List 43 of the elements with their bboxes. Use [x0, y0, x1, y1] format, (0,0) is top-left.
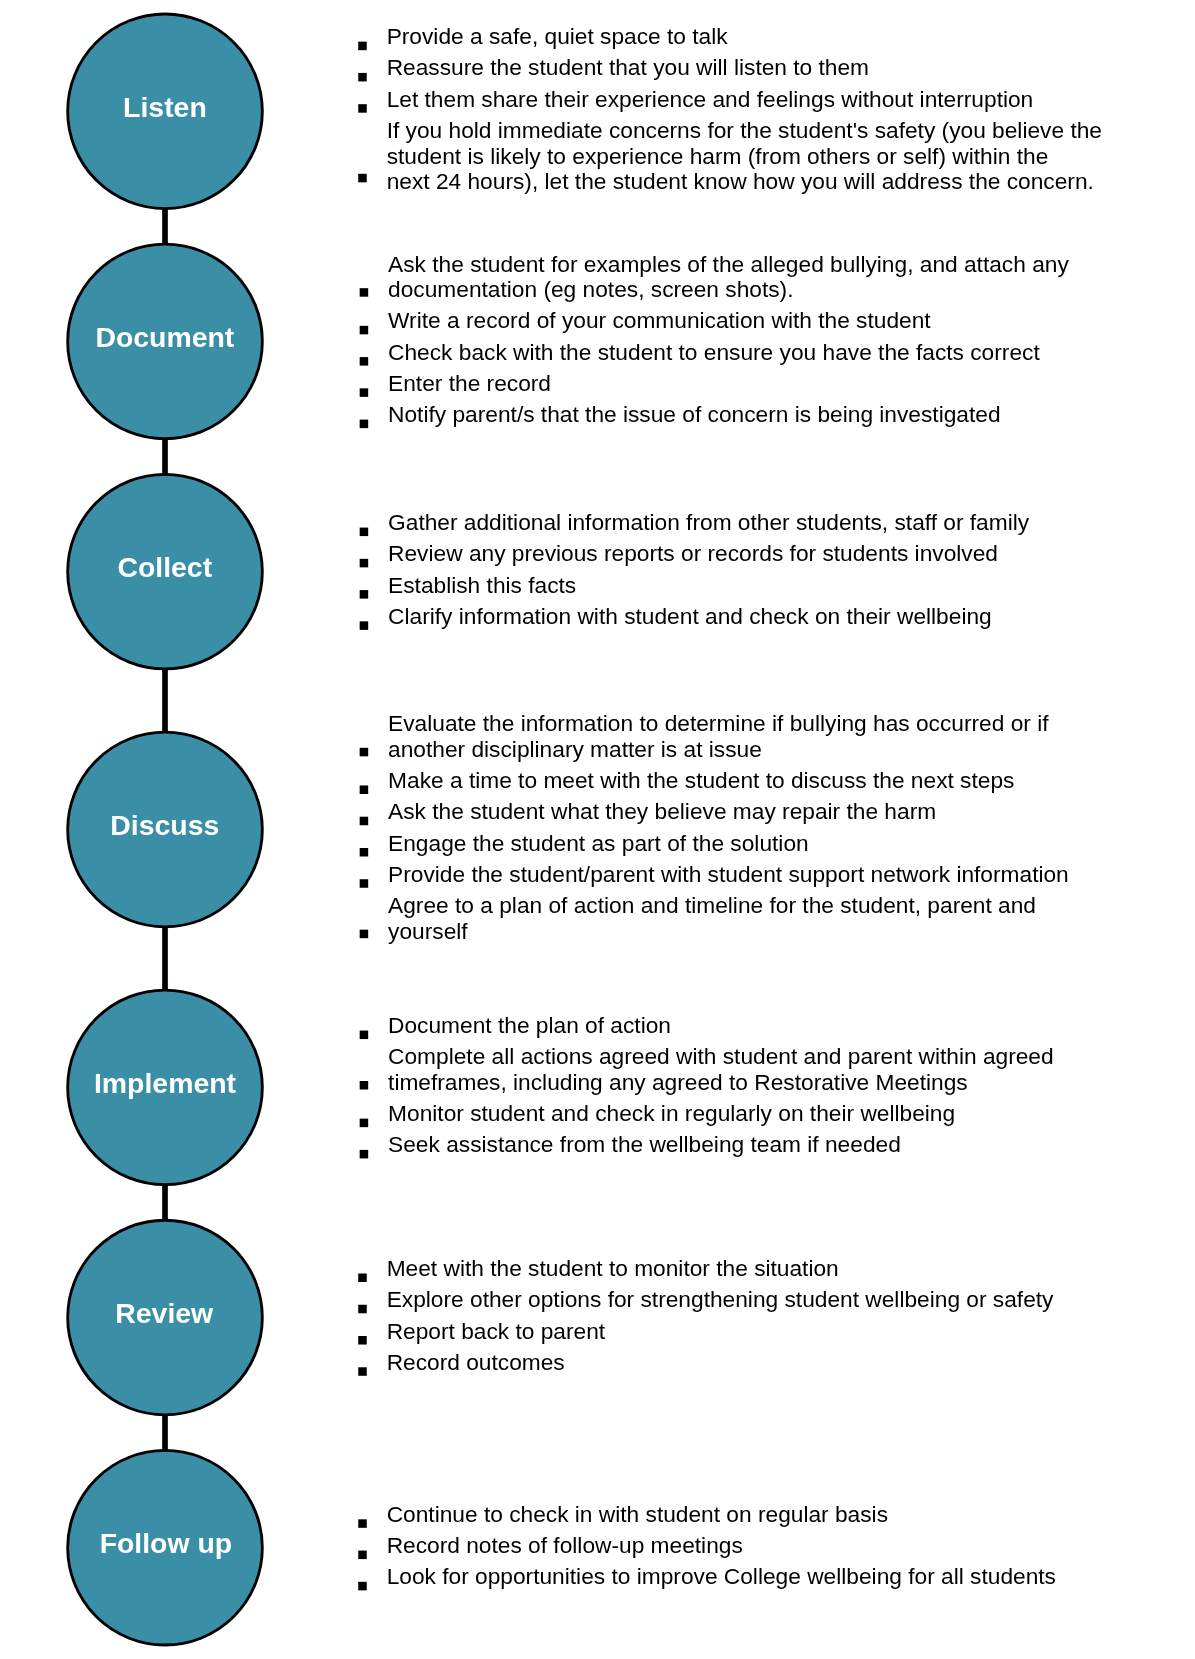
node-label: Meet with the student to monitor the situation	[386, 1255, 839, 1282]
node-label: Review any previous reports or records for students involved	[387, 540, 998, 567]
node-label: Seek assistance from the wellbeing team if needed	[387, 1131, 901, 1158]
node-label: Notify parent/s that the issue of concern is being investigated	[387, 401, 1001, 428]
node-label: Agree to a plan of action and timeline for the student, parent and yourself	[387, 892, 1036, 944]
node-circle: Follow up	[65, 1448, 264, 1647]
connector	[161, 209, 168, 244]
node-label: Look for opportunities to improve College wellbeing for all students	[386, 1563, 1056, 1590]
node-label: Reassure the student that you will listen to them	[386, 54, 869, 81]
node-circle: Listen	[65, 12, 264, 211]
node-label: Explore other options for strengthening student wellbeing or safety	[386, 1286, 1053, 1313]
node-circle: Document	[65, 242, 264, 441]
node-label: Continue to check in with student on regular basis	[386, 1500, 888, 1527]
node-label: Record outcomes	[386, 1348, 565, 1375]
node-label: Document the plan of action	[387, 1012, 671, 1039]
node-label: Enter the record	[387, 369, 551, 396]
node-label: Check back with the student to ensure you have the facts correct	[387, 338, 1040, 365]
connector	[161, 927, 168, 990]
node-label: Write a record of your communication with the student	[387, 307, 931, 334]
node-circle: Implement	[65, 988, 264, 1187]
connector	[161, 439, 168, 474]
node-label: If you hold immediate concerns for the student's safety (you believe the student is likely to experience harm (from others or self) within the next 24 hours), let the student know how you will address the concern.	[386, 116, 1102, 195]
connector	[161, 1185, 168, 1220]
node-label: Let them share their experience and feelings without interruption	[386, 85, 1033, 112]
node-label: Provide a safe, quiet space to talk	[386, 23, 728, 50]
node-label: Ask the student what they believe may repair the harm	[387, 798, 936, 825]
node-circle: Review	[65, 1218, 264, 1417]
node-label: Ask the student for examples of the alleged bullying, and attach any documentation (eg notes, screen shots).	[387, 250, 1069, 303]
node-circle: Collect	[65, 472, 264, 671]
connector	[161, 1415, 168, 1451]
node-label: Monitor student and check in regularly on their wellbeing	[387, 1100, 955, 1127]
connector	[161, 669, 168, 733]
node-label: Gather additional information from other students, staff or family	[387, 509, 1029, 536]
node-label: Complete all actions agreed with student and parent within agreed timeframes, including any agreed to Restorative Meetings	[387, 1043, 1054, 1095]
node-label: Establish this facts	[387, 571, 576, 598]
node-label: Report back to parent	[386, 1317, 605, 1344]
node-label: Evaluate the information to determine if bullying has occurred or if another disciplinary matter is at issue	[387, 710, 1049, 762]
node-label: Record notes of follow-up meetings	[386, 1532, 743, 1559]
node-label: Clarify information with student and check on their wellbeing	[387, 602, 992, 629]
node-label: Make a time to meet with the student to discuss the next steps	[387, 767, 1014, 794]
node-label: Provide the student/parent with student support network information	[387, 860, 1069, 887]
node-circle: Discuss	[65, 730, 264, 929]
node-label: Engage the student as part of the solution	[387, 829, 809, 856]
